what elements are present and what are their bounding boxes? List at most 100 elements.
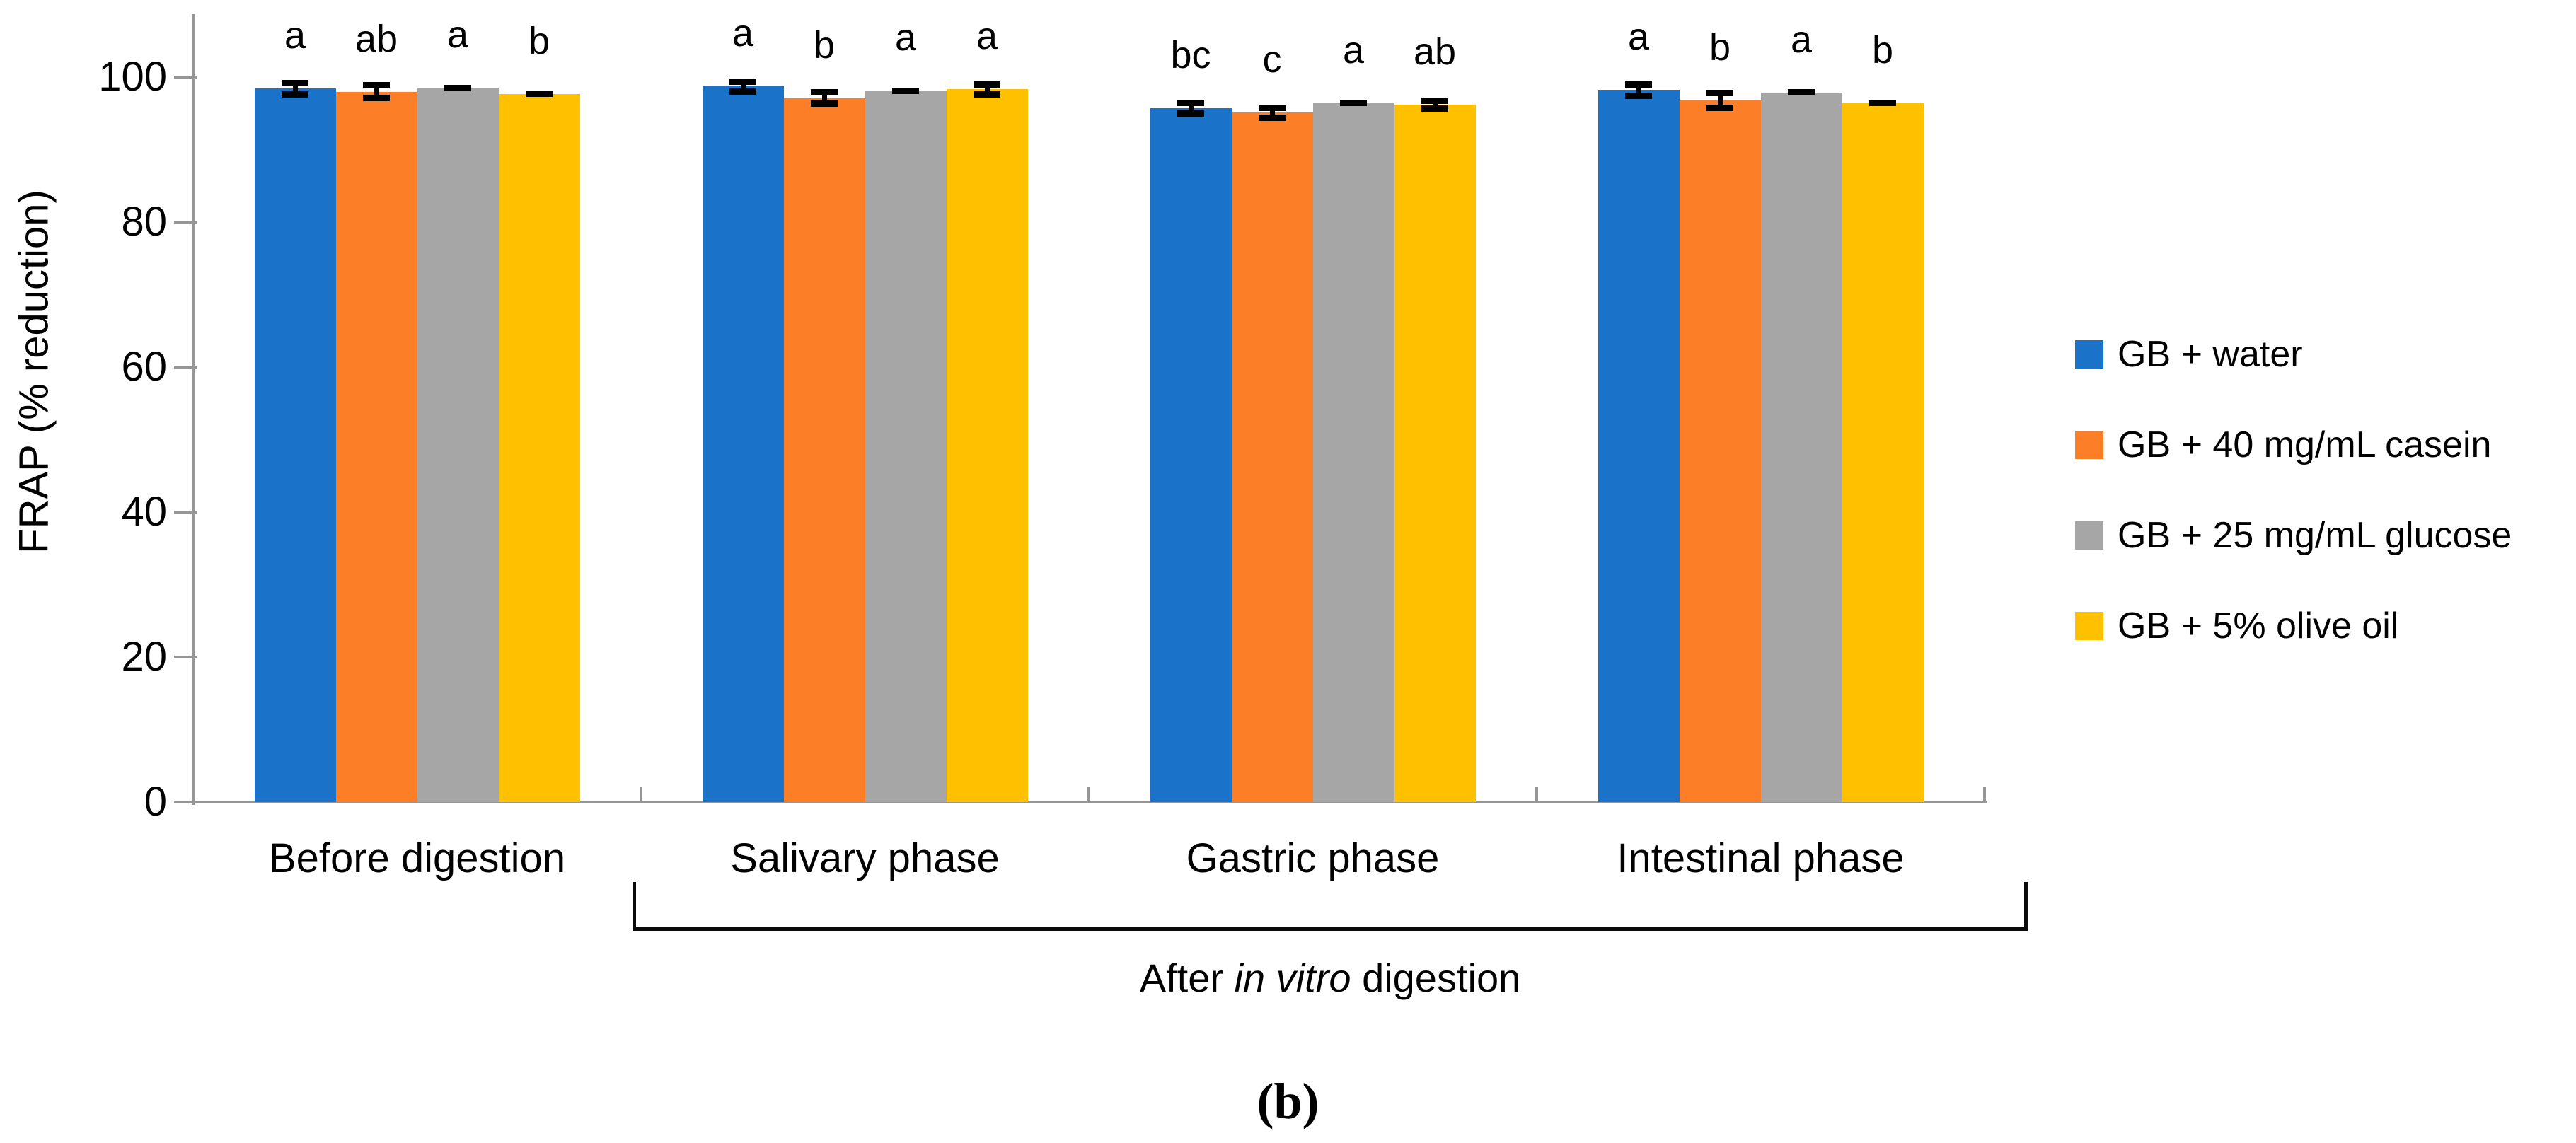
bar — [1760, 92, 1842, 802]
error-bar-cap — [1706, 104, 1733, 111]
significance-letter: a — [1790, 18, 1813, 61]
legend-label: GB + 25 mg/mL glucose — [2118, 515, 2512, 556]
y-tick-mark — [174, 76, 197, 79]
significance-letter: a — [732, 12, 754, 55]
bracket-label: After in vitro digestion — [633, 956, 2028, 1000]
bar — [498, 93, 580, 802]
bar — [1231, 112, 1313, 802]
error-bar-stem — [292, 83, 298, 95]
y-tick-label: 100 — [98, 54, 167, 100]
x-tick-mark — [1535, 787, 1538, 802]
y-tick-label: 60 — [121, 344, 167, 390]
error-bar-cap — [729, 78, 756, 85]
error-bar-stem — [1636, 84, 1641, 96]
legend-label: GB + 40 mg/mL casein — [2118, 424, 2492, 465]
error-bar-stem — [984, 84, 990, 95]
error-bar-stem — [1432, 100, 1438, 109]
error-bar-cap — [1259, 104, 1286, 111]
significance-letter: a — [894, 16, 917, 59]
y-axis-line — [192, 14, 195, 805]
legend-label: GB + 5% olive oil — [2118, 605, 2399, 646]
y-tick-mark — [174, 656, 197, 658]
error-bar-cap — [811, 89, 838, 96]
significance-letter: a — [1627, 16, 1650, 59]
error-bar-cap — [1421, 98, 1448, 105]
bracket-bar — [633, 927, 2028, 931]
significance-letter: ab — [1413, 30, 1457, 73]
error-bar-cap — [1788, 89, 1815, 96]
error-bar-stem — [374, 85, 379, 98]
error-bar-stem — [821, 92, 827, 104]
legend-swatch — [2075, 431, 2103, 459]
bar — [1394, 104, 1476, 802]
legend-item: GB + 25 mg/mL glucose — [2075, 514, 2570, 557]
bracket-right-arm — [2024, 882, 2028, 931]
legend-swatch — [2075, 612, 2103, 640]
error-bar-cap — [282, 79, 308, 86]
legend-swatch — [2075, 521, 2103, 550]
significance-letter: a — [284, 14, 306, 57]
bar — [417, 88, 499, 802]
significance-letter: b — [1709, 25, 1731, 69]
significance-letter: b — [1871, 28, 1894, 71]
bar — [254, 88, 336, 802]
legend-item: GB + water — [2075, 333, 2570, 376]
error-bar-cap — [1177, 100, 1204, 107]
bar — [1312, 103, 1394, 802]
error-bar-cap — [729, 88, 756, 95]
error-bar-stem — [1269, 108, 1275, 118]
x-tick-mark — [1087, 787, 1090, 802]
y-tick-mark — [174, 366, 197, 369]
bar — [1150, 108, 1232, 802]
error-bar-cap — [444, 84, 471, 91]
y-tick-mark — [174, 221, 197, 224]
error-bar-cap — [1340, 100, 1367, 107]
y-tick-label: 80 — [121, 199, 167, 245]
significance-letter: b — [813, 23, 836, 66]
bar — [865, 91, 947, 802]
bracket-label-suffix: digestion — [1351, 956, 1521, 1000]
error-bar-stem — [1717, 93, 1723, 108]
bar — [335, 91, 417, 802]
error-bar-cap — [1869, 100, 1896, 107]
category-label: Gastric phase — [1186, 835, 1440, 881]
significance-letter: c — [1262, 38, 1282, 81]
significance-letter: a — [1342, 28, 1365, 71]
x-axis-line — [192, 801, 1987, 803]
x-tick-mark — [1983, 787, 1986, 802]
error-bar-cap — [1625, 93, 1652, 100]
error-bar-stem — [740, 81, 746, 92]
bar — [946, 89, 1028, 802]
error-bar-cap — [282, 91, 308, 98]
bar — [1679, 100, 1761, 802]
y-tick-label: 0 — [144, 779, 167, 825]
category-label: Salivary phase — [730, 835, 1000, 881]
legend-swatch — [2075, 340, 2103, 369]
error-bar-cap — [1177, 110, 1204, 117]
bracket-left-arm — [633, 882, 636, 931]
bracket-label-italic: in vitro — [1234, 956, 1351, 1000]
error-bar-cap — [1625, 81, 1652, 88]
bar — [702, 86, 784, 802]
legend-label: GB + water — [2118, 334, 2303, 375]
significance-letter: ab — [354, 17, 398, 60]
error-bar-cap — [1706, 90, 1733, 97]
error-bar-cap — [1421, 105, 1448, 112]
legend-item: GB + 5% olive oil — [2075, 605, 2570, 647]
significance-letter: b — [528, 19, 550, 62]
significance-letter: a — [976, 15, 998, 58]
y-tick-label: 40 — [121, 489, 167, 535]
error-bar-cap — [363, 95, 390, 102]
bar — [783, 98, 865, 802]
error-bar-cap — [363, 81, 390, 88]
x-tick-mark — [640, 787, 642, 802]
significance-letter: a — [446, 13, 469, 57]
y-tick-mark — [174, 801, 197, 803]
error-bar-cap — [811, 100, 838, 108]
error-bar-cap — [1259, 114, 1286, 121]
error-bar-cap — [974, 91, 1000, 98]
error-bar-cap — [974, 81, 1000, 88]
legend-item: GB + 40 mg/mL casein — [2075, 424, 2570, 466]
y-tick-mark — [174, 511, 197, 514]
figure-caption: (b) — [1257, 1073, 1319, 1130]
